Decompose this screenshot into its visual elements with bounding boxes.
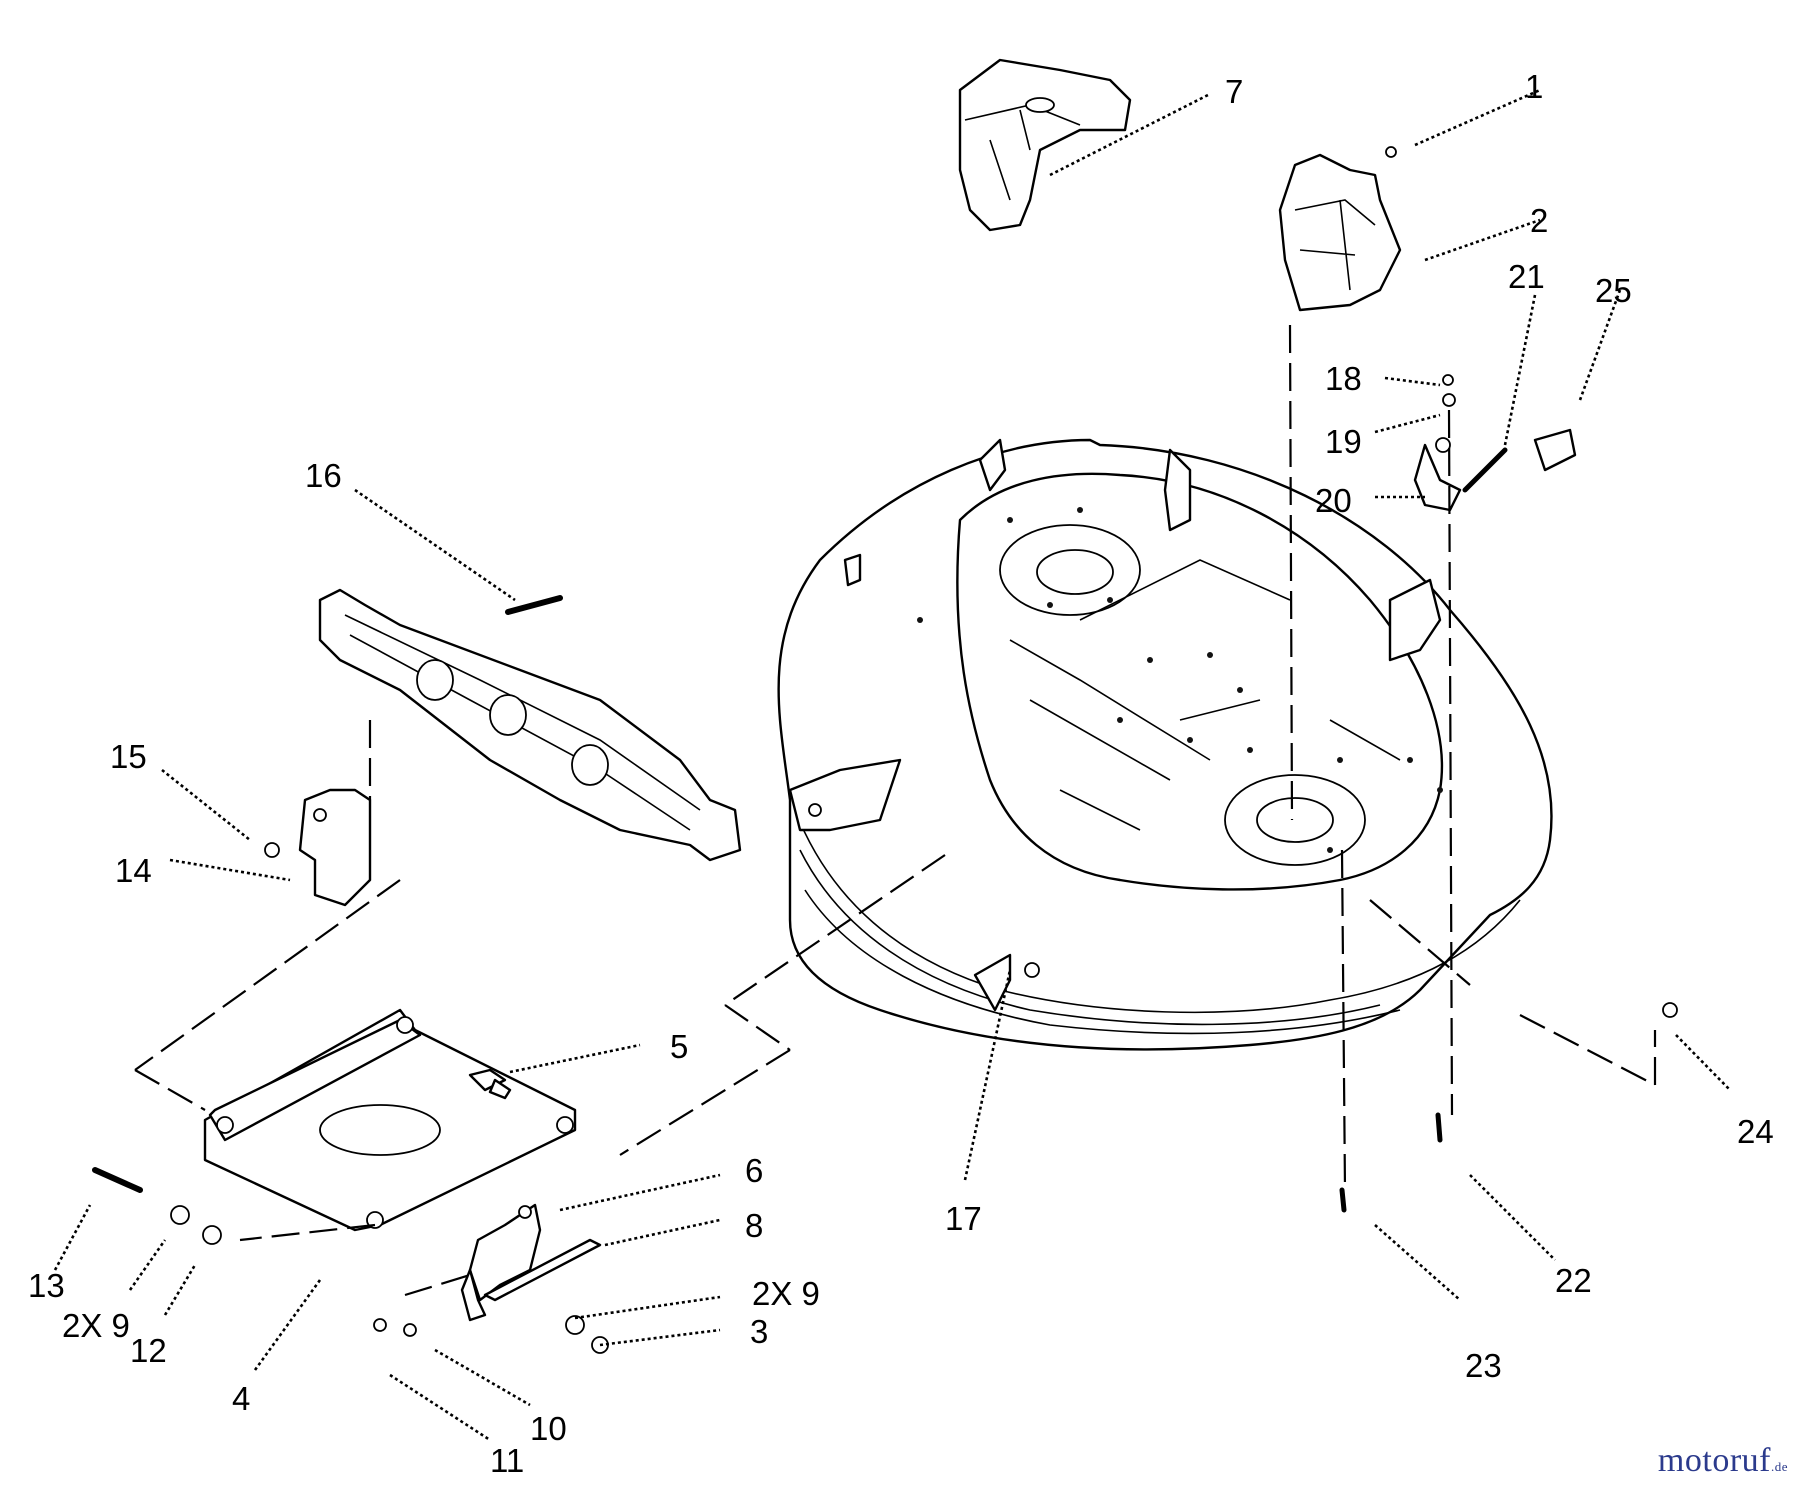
hardware [92,146,1678,1354]
callout-21: 21 [1508,258,1545,295]
callout-13: 13 [28,1267,65,1304]
callout-19: 19 [1325,423,1362,460]
pin-part-8 [483,1238,602,1302]
callout-14: 14 [115,852,152,889]
callout-16: 16 [305,457,342,494]
callout-18: 18 [1325,360,1362,397]
lift-arm-part-16 [318,588,742,862]
callout-11: 11 [490,1442,524,1479]
mounting-plate-part-4 [203,1008,577,1232]
callout-5: 5 [670,1028,688,1065]
callout-3: 3 [750,1313,768,1350]
callout-24: 24 [1737,1113,1774,1150]
watermark-brand: motoruf [1657,1442,1771,1479]
callout-20: 20 [1315,482,1352,519]
bracket-part-6 [460,1203,542,1322]
callout-4: 4 [232,1380,250,1417]
callout-12: 12 [130,1332,167,1369]
callout-9-left: 2X 9 [62,1307,130,1344]
discharge-deflector-part-7 [958,58,1132,232]
bracket-part-14 [298,788,372,907]
callouts: 1 2 7 21 25 18 19 20 16 15 14 5 6 8 2X 9… [28,68,1774,1479]
discharge-deflector-part-2 [1278,153,1402,312]
callout-1: 1 [1525,68,1543,105]
callout-25: 25 [1595,272,1632,309]
leader-lines [53,88,1731,1442]
assembly-dashed-lines [134,324,1657,1297]
callout-6: 6 [745,1152,763,1189]
callout-10: 10 [530,1410,567,1447]
callout-23: 23 [1465,1347,1502,1384]
callout-8: 8 [745,1207,763,1244]
watermark-logo: motoruf.de [1658,1442,1788,1480]
callout-17: 17 [945,1200,982,1237]
watermark-tld: .de [1770,1459,1788,1474]
callout-9-right: 2X 9 [752,1275,820,1312]
callout-7: 7 [1225,73,1243,110]
callout-2: 2 [1530,202,1548,239]
callout-22: 22 [1555,1262,1592,1299]
deck-housing-part-17 [777,438,1553,1051]
callout-15: 15 [110,738,147,775]
